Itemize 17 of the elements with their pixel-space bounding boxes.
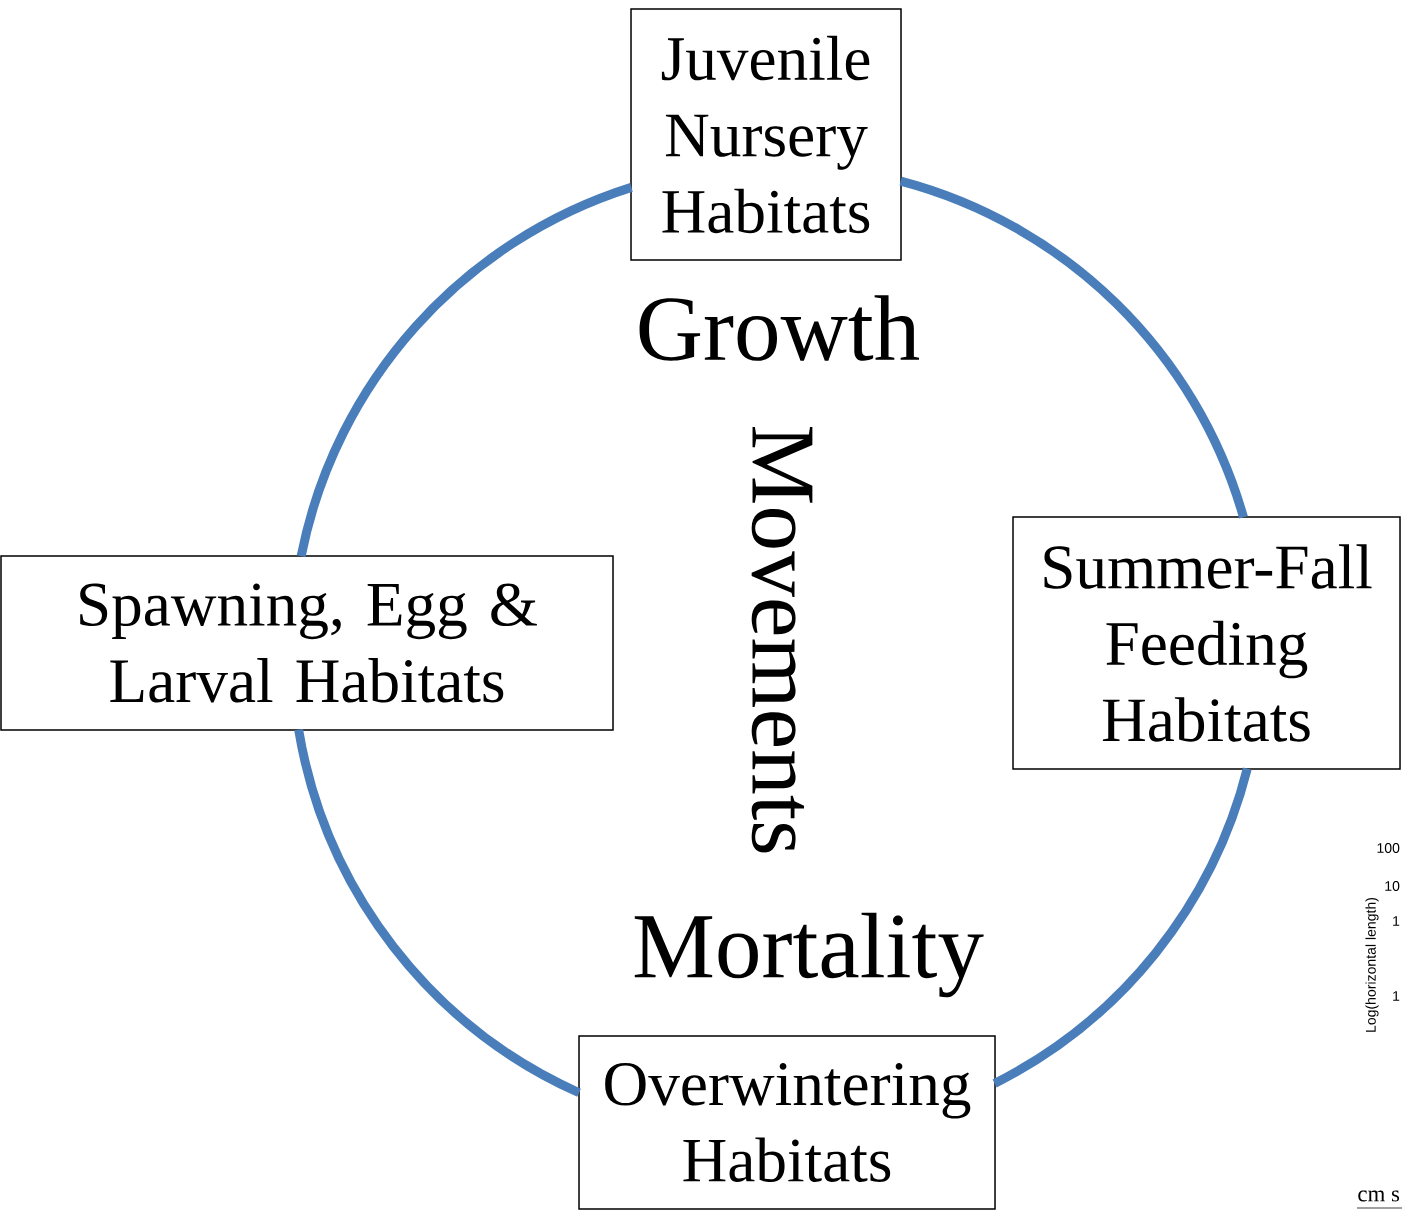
axis-title: Log(horizontal length) xyxy=(1365,897,1379,1032)
cycle-arc xyxy=(296,183,633,558)
cycle-arc xyxy=(992,767,1252,1088)
habitat-box: Juvenile Nursery Habitats xyxy=(630,8,902,261)
cycle-arc xyxy=(899,176,1248,519)
habitat-box: Overwintering Habitats xyxy=(578,1035,996,1210)
cycle-arc xyxy=(294,728,582,1097)
growth-label: Growth xyxy=(639,295,920,361)
axis-tick-label: 1 xyxy=(1393,916,1400,926)
habitat-box: Spawning, Egg & Larval Habitats xyxy=(0,555,614,731)
mortality-label: Mortality xyxy=(634,912,984,998)
axis-tick-label: 10 xyxy=(1385,881,1400,891)
unit-label: cm s xyxy=(1358,1190,1400,1202)
movements-label: Movements xyxy=(751,426,813,853)
axis-tick-label: 1 xyxy=(1393,991,1400,1001)
axis-tick-label: 100 xyxy=(1377,843,1400,853)
habitat-box: Summer-Fall Feeding Habitats xyxy=(1012,516,1401,770)
